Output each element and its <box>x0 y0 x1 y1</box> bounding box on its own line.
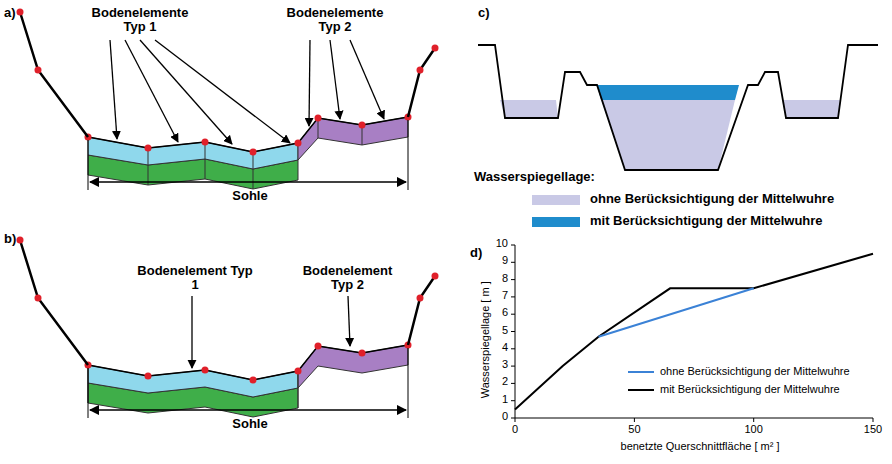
legend-text: mit Berücksichtigung der Mittelwuhre <box>590 214 823 228</box>
chart <box>511 245 873 422</box>
legend-line <box>628 371 654 373</box>
panel-letter: c) <box>478 6 502 20</box>
tick-label: 3 <box>486 359 508 371</box>
axis-title: benetzte Querschnittfläche [ m² ] <box>580 441 820 453</box>
tick-label: 150 <box>858 424 888 436</box>
panel-letter: d) <box>470 246 494 260</box>
tick-label: 0 <box>486 411 508 423</box>
element-label: Bodenelement Typ 1 <box>135 264 255 291</box>
dimension-label: Sohle <box>220 189 280 203</box>
tick-label: 8 <box>486 273 508 285</box>
legend-swatch <box>532 217 580 227</box>
legend-text: mit Berücksichtigung der Mittelwuhre <box>660 384 840 396</box>
panel-letter: a) <box>4 6 28 20</box>
tick-label: 9 <box>486 255 508 267</box>
legend-text: ohne Berücksichtigung der Mittelwuhre <box>660 366 850 378</box>
tick-label: 10 <box>486 238 508 250</box>
legend-line <box>628 389 654 391</box>
legend-title: Wasserspiegellage: <box>474 170 614 184</box>
section-a <box>17 9 439 191</box>
tick-label: 4 <box>486 342 508 354</box>
legend-text: ohne Berücksichtigung der Mittelwuhre <box>590 192 834 206</box>
tick-label: 100 <box>739 424 769 436</box>
tick-label: 5 <box>486 325 508 337</box>
axis-title: Wasserspiegellage [ m ] <box>480 265 492 415</box>
element-label: Bodenelemente Typ 2 <box>280 6 390 33</box>
tick-label: 6 <box>486 307 508 319</box>
dimension-label: Sohle <box>220 417 280 431</box>
legend-swatch <box>532 195 580 205</box>
element-label: Bodenelemente Typ 1 <box>80 6 200 33</box>
tick-label: 7 <box>486 290 508 302</box>
tick-label: 0 <box>500 424 530 436</box>
section-b <box>17 237 439 419</box>
tick-label: 2 <box>486 376 508 388</box>
element-label: Bodenelement Typ 2 <box>290 264 405 291</box>
tick-label: 1 <box>486 394 508 406</box>
panel-letter: b) <box>4 232 28 246</box>
tick-label: 50 <box>619 424 649 436</box>
channel-section <box>478 45 878 170</box>
